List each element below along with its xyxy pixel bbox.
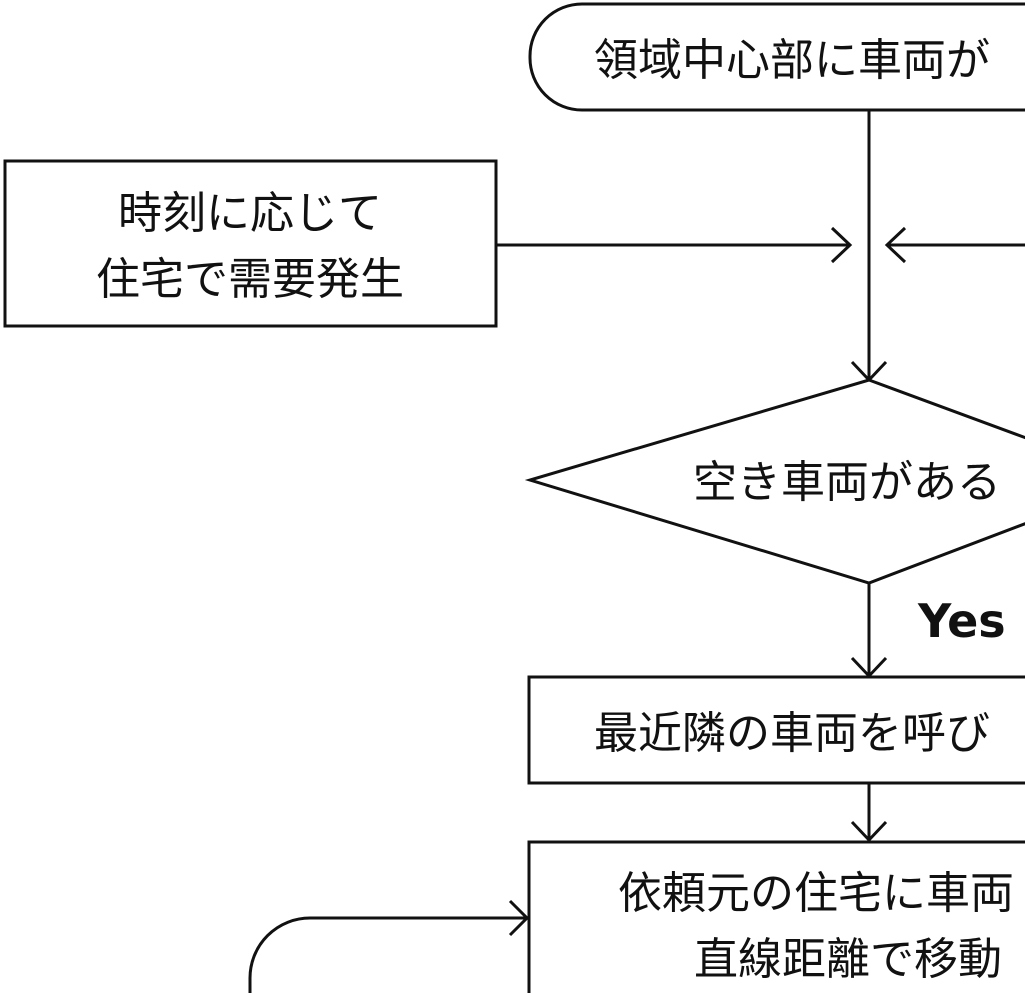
demand-node-line1: 時刻に応じて [118,188,382,239]
move-node: 依頼元の住宅に車両 直線距離で移動 [527,840,1025,993]
demand-node-shape [3,159,498,328]
arrowhead-return [884,226,907,264]
dispatch-node-label: 最近隣の車両を呼び [594,708,990,759]
start-node-label: 領域中心部に車両が [594,35,990,86]
move-node-line2: 直線距離で移動 [694,934,1002,985]
start-node-shape [528,2,1025,112]
decision-node-label: 空き車両がある [693,457,1001,508]
arrowhead-loop [508,899,530,937]
move-node-shape [527,840,1025,993]
arrowhead-demand [830,226,853,264]
move-node-line1: 依頼元の住宅に車両 [618,868,1014,919]
decision-node-shape [524,378,1025,585]
connectors [248,110,1025,993]
edge-loop-into-move [248,916,527,993]
start-node: 領域中心部に車両が [528,2,1025,112]
demand-node-line2: 住宅で需要発生 [96,254,404,305]
yes-label: Yes [917,594,1006,648]
dispatch-node-shape [527,675,1025,785]
demand-node: 時刻に応じて 住宅で需要発生 [3,159,498,328]
arrowhead-into-move [850,820,888,843]
dispatch-node: 最近隣の車両を呼び [527,675,1025,785]
decision-node: 空き車両がある [524,378,1025,585]
